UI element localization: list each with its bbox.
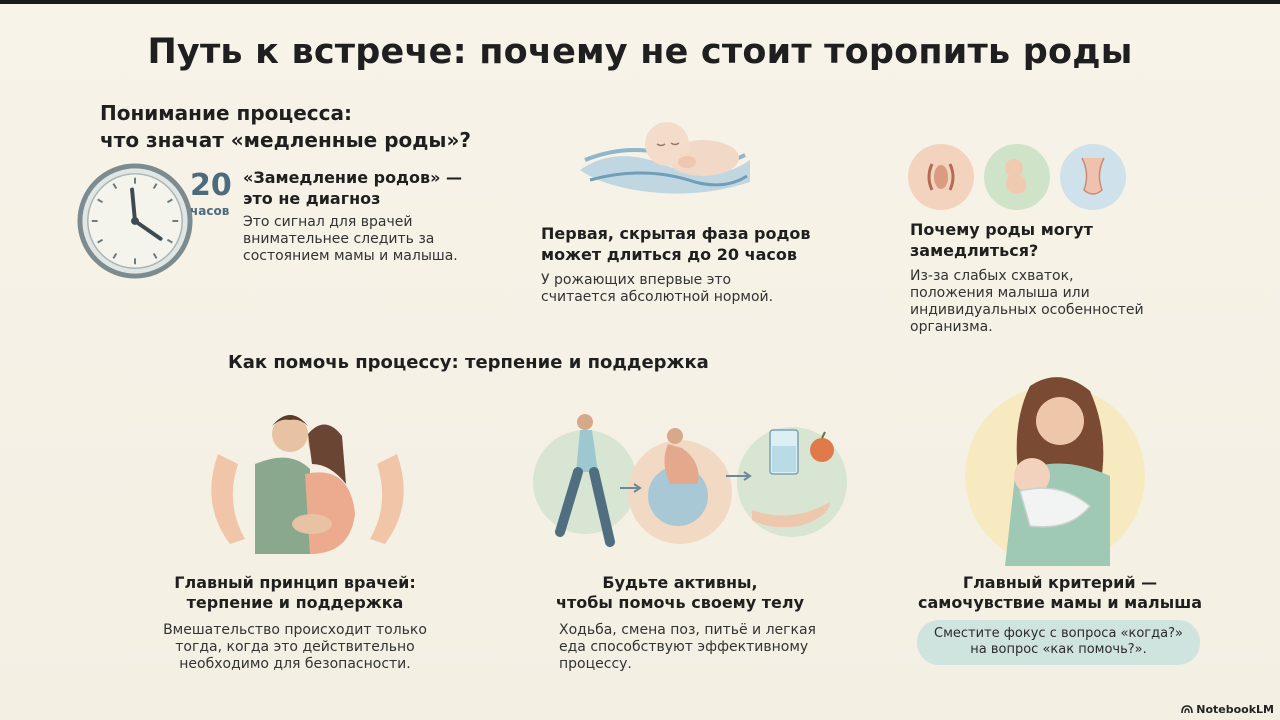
- sleeping-baby-illustration: [580, 122, 750, 194]
- section1-heading-line1: Понимание процесса:: [100, 101, 352, 125]
- focus-pill-line2: на вопрос «как помочь?».: [970, 642, 1147, 657]
- fetus-icon: [984, 144, 1050, 210]
- clock-hours-unit: часов: [190, 204, 230, 218]
- card3-heading: Главный критерий — самочувствие мамы и м…: [900, 573, 1220, 613]
- card2-heading: Будьте активны, чтобы помочь своему телу: [530, 573, 830, 613]
- section3-body: Из-за слабых схваток, положения малыша и…: [910, 268, 1144, 335]
- section2-heading-line2: может длиться до 20 часов: [541, 245, 797, 264]
- support-section-heading: Как помочь процессу: терпение и поддержк…: [228, 352, 709, 373]
- section1-sub-line2: это не диагноз: [243, 189, 381, 208]
- focus-pill: Сместите фокус с вопроса «когда?» на воп…: [917, 620, 1200, 665]
- section3-heading-line1: Почему роды могут: [910, 220, 1093, 239]
- page-title: Путь к встрече: почему не стоит торопить…: [147, 32, 1133, 72]
- body-icon: [1060, 144, 1126, 210]
- section2-heading-line1: Первая, скрытая фаза родов: [541, 224, 811, 243]
- section1-sub-line1: «Замедление родов» —: [243, 168, 462, 187]
- section2-heading: Первая, скрытая фаза родов может длиться…: [541, 223, 811, 265]
- activity-illustration: [533, 414, 847, 547]
- section1-heading-line2: что значат «медленные роды»?: [100, 128, 472, 152]
- focus-pill-line1: Сместите фокус с вопроса «когда?»: [934, 626, 1183, 641]
- section3-heading: Почему роды могут замедлиться?: [910, 219, 1093, 261]
- card1-heading-line2: терпение и поддержка: [186, 593, 404, 612]
- card3-heading-line1: Главный критерий —: [962, 573, 1158, 592]
- brand-label: NotebookLM: [1196, 703, 1274, 716]
- section2-body: У рожающих впервые это считается абсолют…: [541, 272, 774, 305]
- section1-body: Это сигнал для врачей внимательнее следи…: [243, 214, 458, 264]
- clock-hours-value: 20: [190, 168, 232, 203]
- card1-heading: Главный принцип врачей: терпение и подде…: [150, 573, 440, 613]
- brand-watermark: NotebookLM: [1181, 703, 1274, 716]
- section3-heading-line2: замедлиться?: [910, 241, 1039, 260]
- contractions-icon: [908, 144, 974, 210]
- card2-heading-line2: чтобы помочь своему телу: [555, 593, 805, 612]
- notebooklm-logo-icon: [1181, 705, 1194, 714]
- card3-heading-line2: самочувствие мамы и малыша: [917, 593, 1203, 612]
- card1-heading-line1: Главный принцип врачей:: [174, 573, 416, 592]
- section1-subheading: «Замедление родов» — это не диагноз: [243, 167, 462, 209]
- clock-icon: [77, 163, 193, 279]
- section1-heading: Понимание процесса: что значат «медленны…: [100, 100, 471, 154]
- causes-icon-row: [908, 144, 1128, 210]
- card2-body: Ходьба, смена поз, питьё и легкая еда сп…: [559, 622, 816, 672]
- couple-illustration: [211, 415, 404, 554]
- card2-heading-line1: Будьте активны,: [602, 573, 758, 592]
- mother-baby-illustration: [965, 377, 1145, 566]
- card1-body: Вмешательство происходит только тогда, к…: [163, 622, 427, 672]
